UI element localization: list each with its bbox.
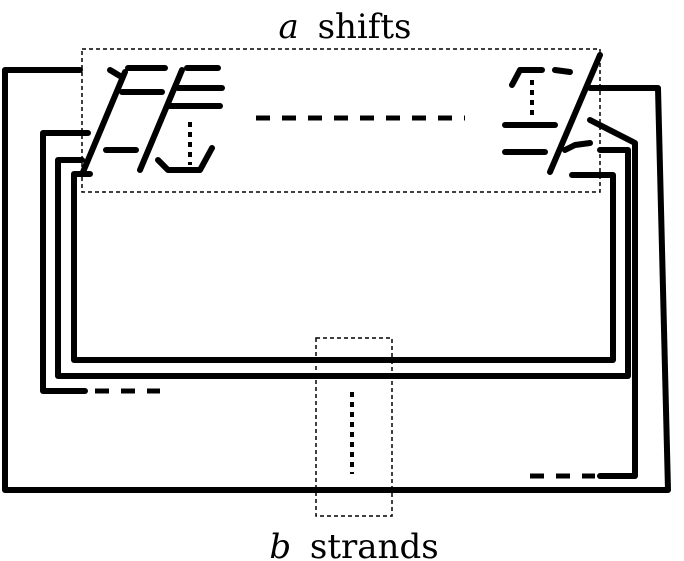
shifts-label-word: shifts [318,7,412,47]
outer-closure-strand [2,67,671,493]
fourth-closure-strand [71,171,616,363]
strands-region-box [315,337,393,517]
strands-label-word: strands [310,527,439,561]
second-closure-strand [40,130,91,394]
left-shift-block [80,65,225,175]
right-closure-strand [587,117,638,479]
shifts-region-box [81,48,601,193]
shifts-label-variable: a [278,7,298,47]
shifts-label: a shifts [278,7,411,47]
strands-label: b strands [269,527,438,561]
strands-label-variable: b [269,527,291,561]
right-shift-block [502,52,603,175]
third-closure-strand [55,147,631,379]
